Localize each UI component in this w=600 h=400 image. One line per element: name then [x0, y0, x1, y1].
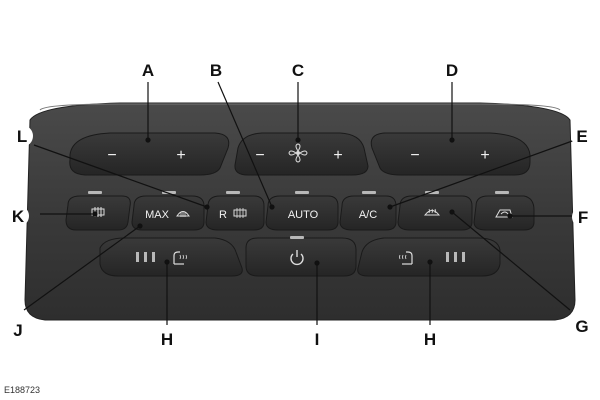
svg-text:L: L [17, 127, 27, 146]
callout-i: I [315, 330, 320, 349]
auto-button[interactable]: AUTO [265, 191, 339, 231]
right-temperature-control[interactable]: − + [370, 132, 531, 176]
callout-labels: A B C D E F G H I H J K L [7, 61, 594, 349]
callout-j: J [13, 321, 22, 340]
callout-g: G [575, 317, 588, 336]
svg-text:F: F [578, 208, 588, 227]
ac-label: A/C [359, 209, 377, 221]
heated-seat-icon [399, 251, 413, 265]
windscreen-defrost-button[interactable] [397, 191, 473, 231]
max-label: MAX [145, 209, 170, 221]
fan-icon [288, 143, 308, 163]
callout-k: K [7, 205, 29, 227]
left-heated-seat-button[interactable] [99, 237, 243, 277]
indicator-light [290, 236, 304, 239]
leader-lines [23, 81, 576, 325]
callout-a: A [142, 61, 154, 80]
indicator-light [226, 191, 240, 194]
fan-minus[interactable]: − [255, 147, 264, 164]
indicator-light [362, 191, 376, 194]
callout-l: L [11, 125, 33, 147]
callout-h-left: H [161, 330, 173, 349]
right-temp-minus[interactable]: − [410, 147, 419, 164]
max-defrost-button[interactable]: MAX [131, 191, 205, 231]
left-temperature-control[interactable]: − + [69, 132, 230, 176]
indicator-light [295, 191, 309, 194]
power-icon [290, 250, 304, 266]
air-recirculation-button[interactable] [473, 191, 535, 231]
air-recirculation-icon [495, 209, 513, 218]
fan-speed-control[interactable]: − + [234, 132, 369, 176]
callout-b: B [210, 61, 222, 80]
auto-label: AUTO [288, 209, 319, 221]
callout-h-right: H [424, 330, 436, 349]
figure-reference: E188723 [4, 385, 41, 395]
svg-text:E: E [576, 127, 587, 146]
heated-seat-icon [173, 251, 187, 265]
callout-f: F [572, 206, 594, 228]
rear-defrost-icon [233, 208, 247, 218]
indicator-light [88, 191, 102, 194]
recirc-label: R [219, 209, 227, 221]
svg-text:K: K [12, 207, 25, 226]
callout-d: D [446, 61, 458, 80]
windscreen-defrost-icon [423, 208, 441, 216]
callout-e: E [571, 125, 593, 147]
callout-c: C [292, 61, 304, 80]
indicator-light [495, 191, 509, 194]
recirculation-rear-button[interactable]: R [205, 191, 265, 231]
left-temp-minus[interactable]: − [107, 147, 116, 164]
rear-defrost-button-left[interactable] [65, 191, 131, 231]
heat-level-indicators [136, 252, 155, 262]
ac-button[interactable]: A/C [339, 191, 397, 231]
heat-level-indicators [446, 252, 465, 262]
fan-plus[interactable]: + [333, 147, 342, 164]
right-temp-plus[interactable]: + [480, 147, 489, 164]
front-defrost-icon [176, 211, 190, 217]
right-heated-seat-button[interactable] [357, 237, 501, 277]
power-button[interactable] [245, 236, 357, 277]
left-temp-plus[interactable]: + [176, 147, 185, 164]
